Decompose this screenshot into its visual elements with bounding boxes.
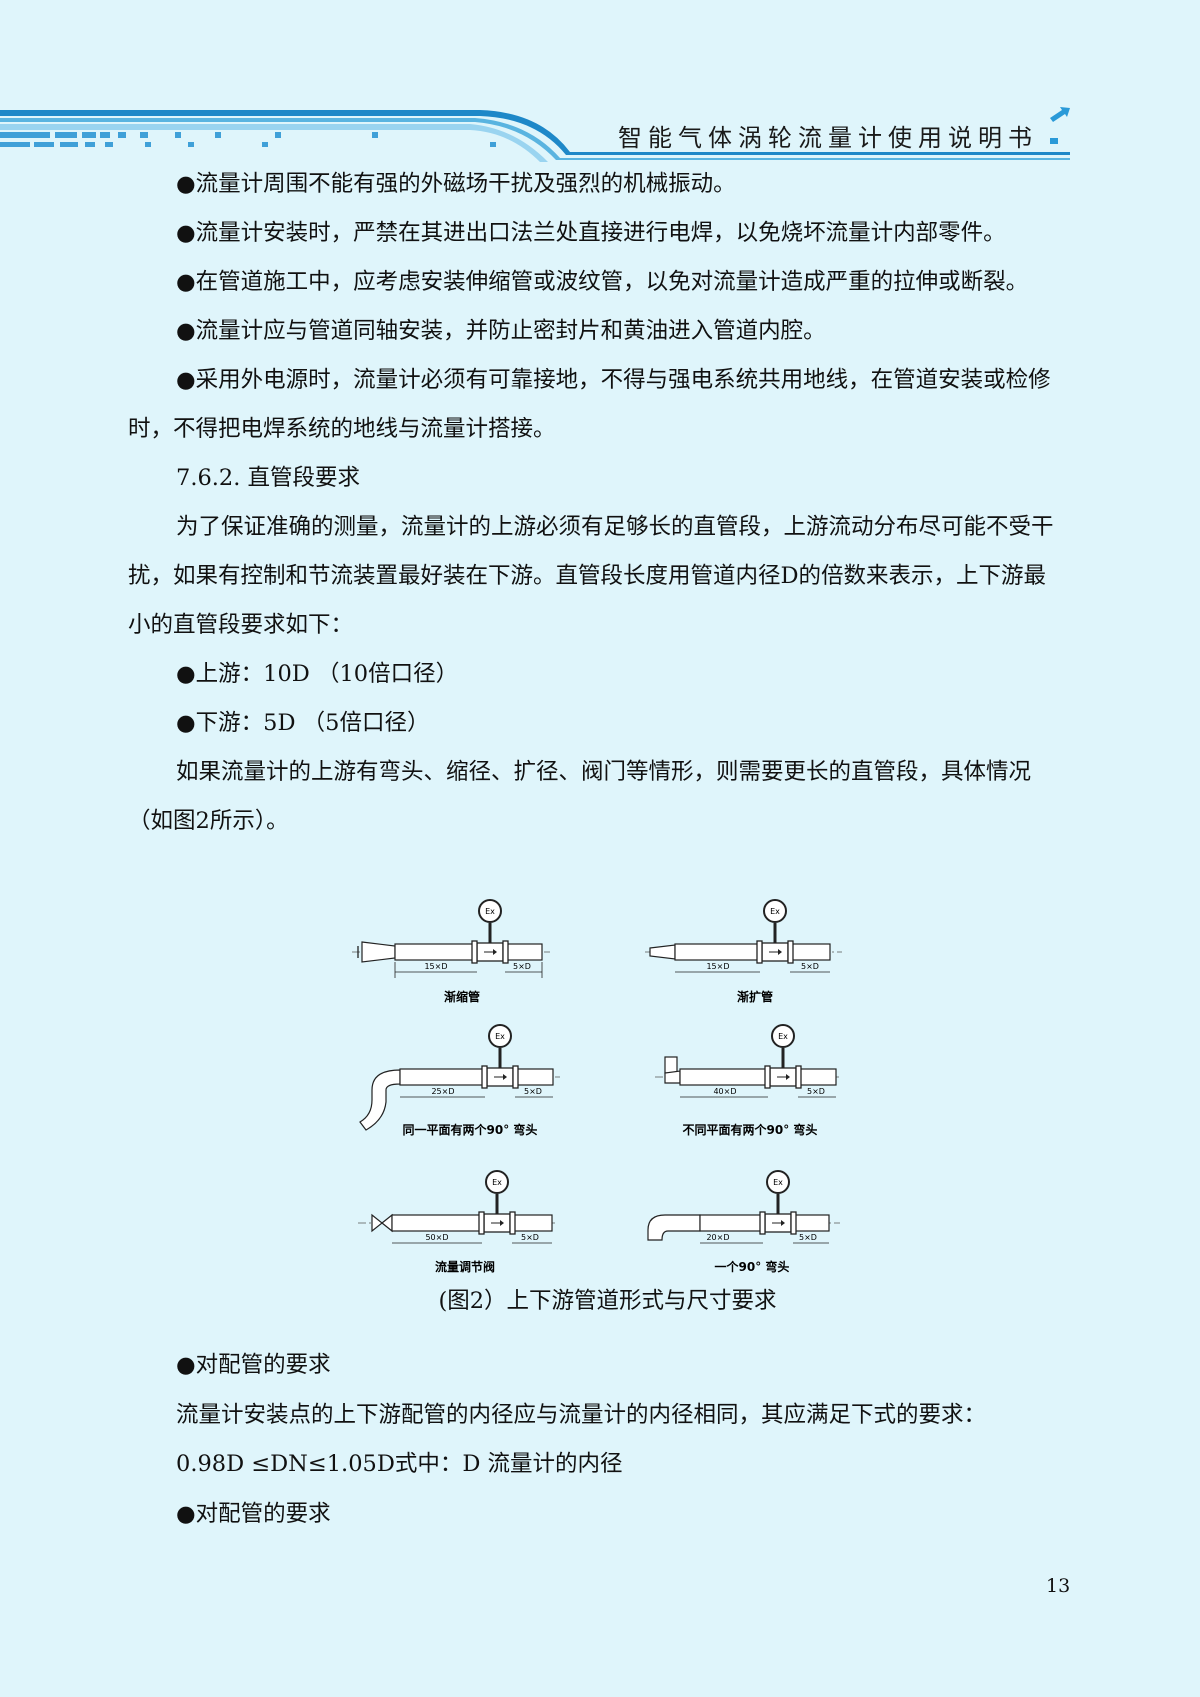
dim-same-plane-downstream: 5×D	[524, 1087, 542, 1096]
meter-ex-label-2: Ex	[770, 907, 780, 916]
diagram-one-bend	[647, 1169, 840, 1244]
section-heading: 7.6.2. 直管段要求	[176, 465, 361, 491]
piping-diameter-paragraph: 流量计安装点的上下游配管的内径应与流量计的内径相同，其应满足下式的要求：	[176, 1401, 987, 1428]
diagram-control-valve	[358, 1169, 555, 1244]
dim-same-plane-upstream: 25×D	[431, 1087, 454, 1096]
bullet-coaxial: ●流量计应与管道同轴安装，并防止密封片和黄油进入管道内腔。	[176, 318, 826, 344]
dim-reducer-downstream: 5×D	[513, 962, 531, 971]
fitting-paragraph: 如果流量计的上游有弯头、缩径、扩径、阀门等情形，则需要更长的直管段，具体情况（如…	[128, 759, 1032, 834]
dim-expander-upstream: 15×D	[706, 962, 729, 971]
figure-caption: (图2）上下游管道形式与尺寸要求	[438, 1288, 777, 1314]
bullet-expansion: ●在管道施工中，应考虑安装伸缩管或波纹管，以免对流量计造成严重的拉伸或断裂。	[176, 269, 1029, 295]
diagram-reducer	[352, 898, 550, 978]
dim-different-planes-upstream: 40×D	[713, 1087, 736, 1096]
meter-ex-label-1: Ex	[485, 907, 495, 916]
dim-reducer-upstream: 15×D	[424, 962, 447, 971]
label-two-bends-same-plane: 同一平面有两个90° 弯头	[403, 1122, 538, 1137]
diagram-two-bends-same-plane	[359, 1023, 560, 1131]
label-two-bends-different-planes: 不同平面有两个90° 弯头	[683, 1122, 818, 1137]
piping-heading-2: ●对配管的要求	[176, 1500, 331, 1527]
piping-heading-1: ●对配管的要求	[176, 1352, 331, 1378]
diagram-two-bends-different-planes	[655, 1023, 842, 1098]
label-one-bend: 一个90° 弯头	[715, 1259, 790, 1274]
header-decoration	[0, 110, 1070, 162]
lower-text: ●对配管的要求 流量计安装点的上下游配管的内径应与流量计的内径相同，其应满足下式…	[128, 1341, 1068, 1539]
upstream-requirement: ●上游：10D （10倍口径）	[176, 661, 459, 687]
diagram-expander	[645, 898, 842, 973]
bullet-welding: ●流量计安装时，严禁在其进出口法兰处直接进行电焊，以免烧坏流量计内部零件。	[176, 220, 1006, 246]
bullet-magnetic: ●流量计周围不能有强的外磁场干扰及强烈的机械振动。	[176, 171, 736, 197]
pipe-diagram-figure: 15×D 5×D 渐缩管 Ex 15×D 5×D 渐扩管 Ex 25×D 5×D…	[352, 898, 842, 1274]
dim-valve-downstream: 5×D	[521, 1233, 539, 1242]
dim-one-bend-downstream: 5×D	[799, 1233, 817, 1242]
label-expander: 渐扩管	[737, 989, 773, 1004]
label-control-valve: 流量调节阀	[435, 1259, 495, 1274]
header-title: 智能气体涡轮流量计使用说明书	[618, 124, 1038, 152]
page-number: 13	[1046, 1575, 1071, 1597]
body-text: ●流量计周围不能有强的外磁场干扰及强烈的机械振动。 ●流量计安装时，严禁在其进出…	[128, 160, 1068, 846]
meter-ex-label-6: Ex	[773, 1178, 783, 1187]
downstream-requirement: ●下游：5D （5倍口径）	[176, 710, 430, 736]
label-reducer: 渐缩管	[444, 989, 480, 1004]
meter-ex-label-4: Ex	[778, 1032, 788, 1041]
dim-one-bend-upstream: 20×D	[706, 1233, 729, 1242]
meter-ex-label-5: Ex	[492, 1178, 502, 1187]
dim-valve-upstream: 50×D	[425, 1233, 448, 1242]
dim-different-planes-downstream: 5×D	[807, 1087, 825, 1096]
piping-formula: 0.98D ≤DN≤1.05D式中：D 流量计的内径	[176, 1451, 623, 1477]
bullet-grounding: ●采用外电源时，流量计必须有可靠接地，不得与强电系统共用地线，在管道安装或检修时…	[128, 367, 1051, 442]
dim-expander-downstream: 5×D	[801, 962, 819, 971]
meter-ex-label-3: Ex	[495, 1032, 505, 1041]
straight-pipe-paragraph: 为了保证准确的测量，流量计的上游必须有足够长的直管段，上游流动分布尽可能不受干扰…	[128, 514, 1054, 638]
arrow-corner-icon	[1050, 107, 1070, 144]
